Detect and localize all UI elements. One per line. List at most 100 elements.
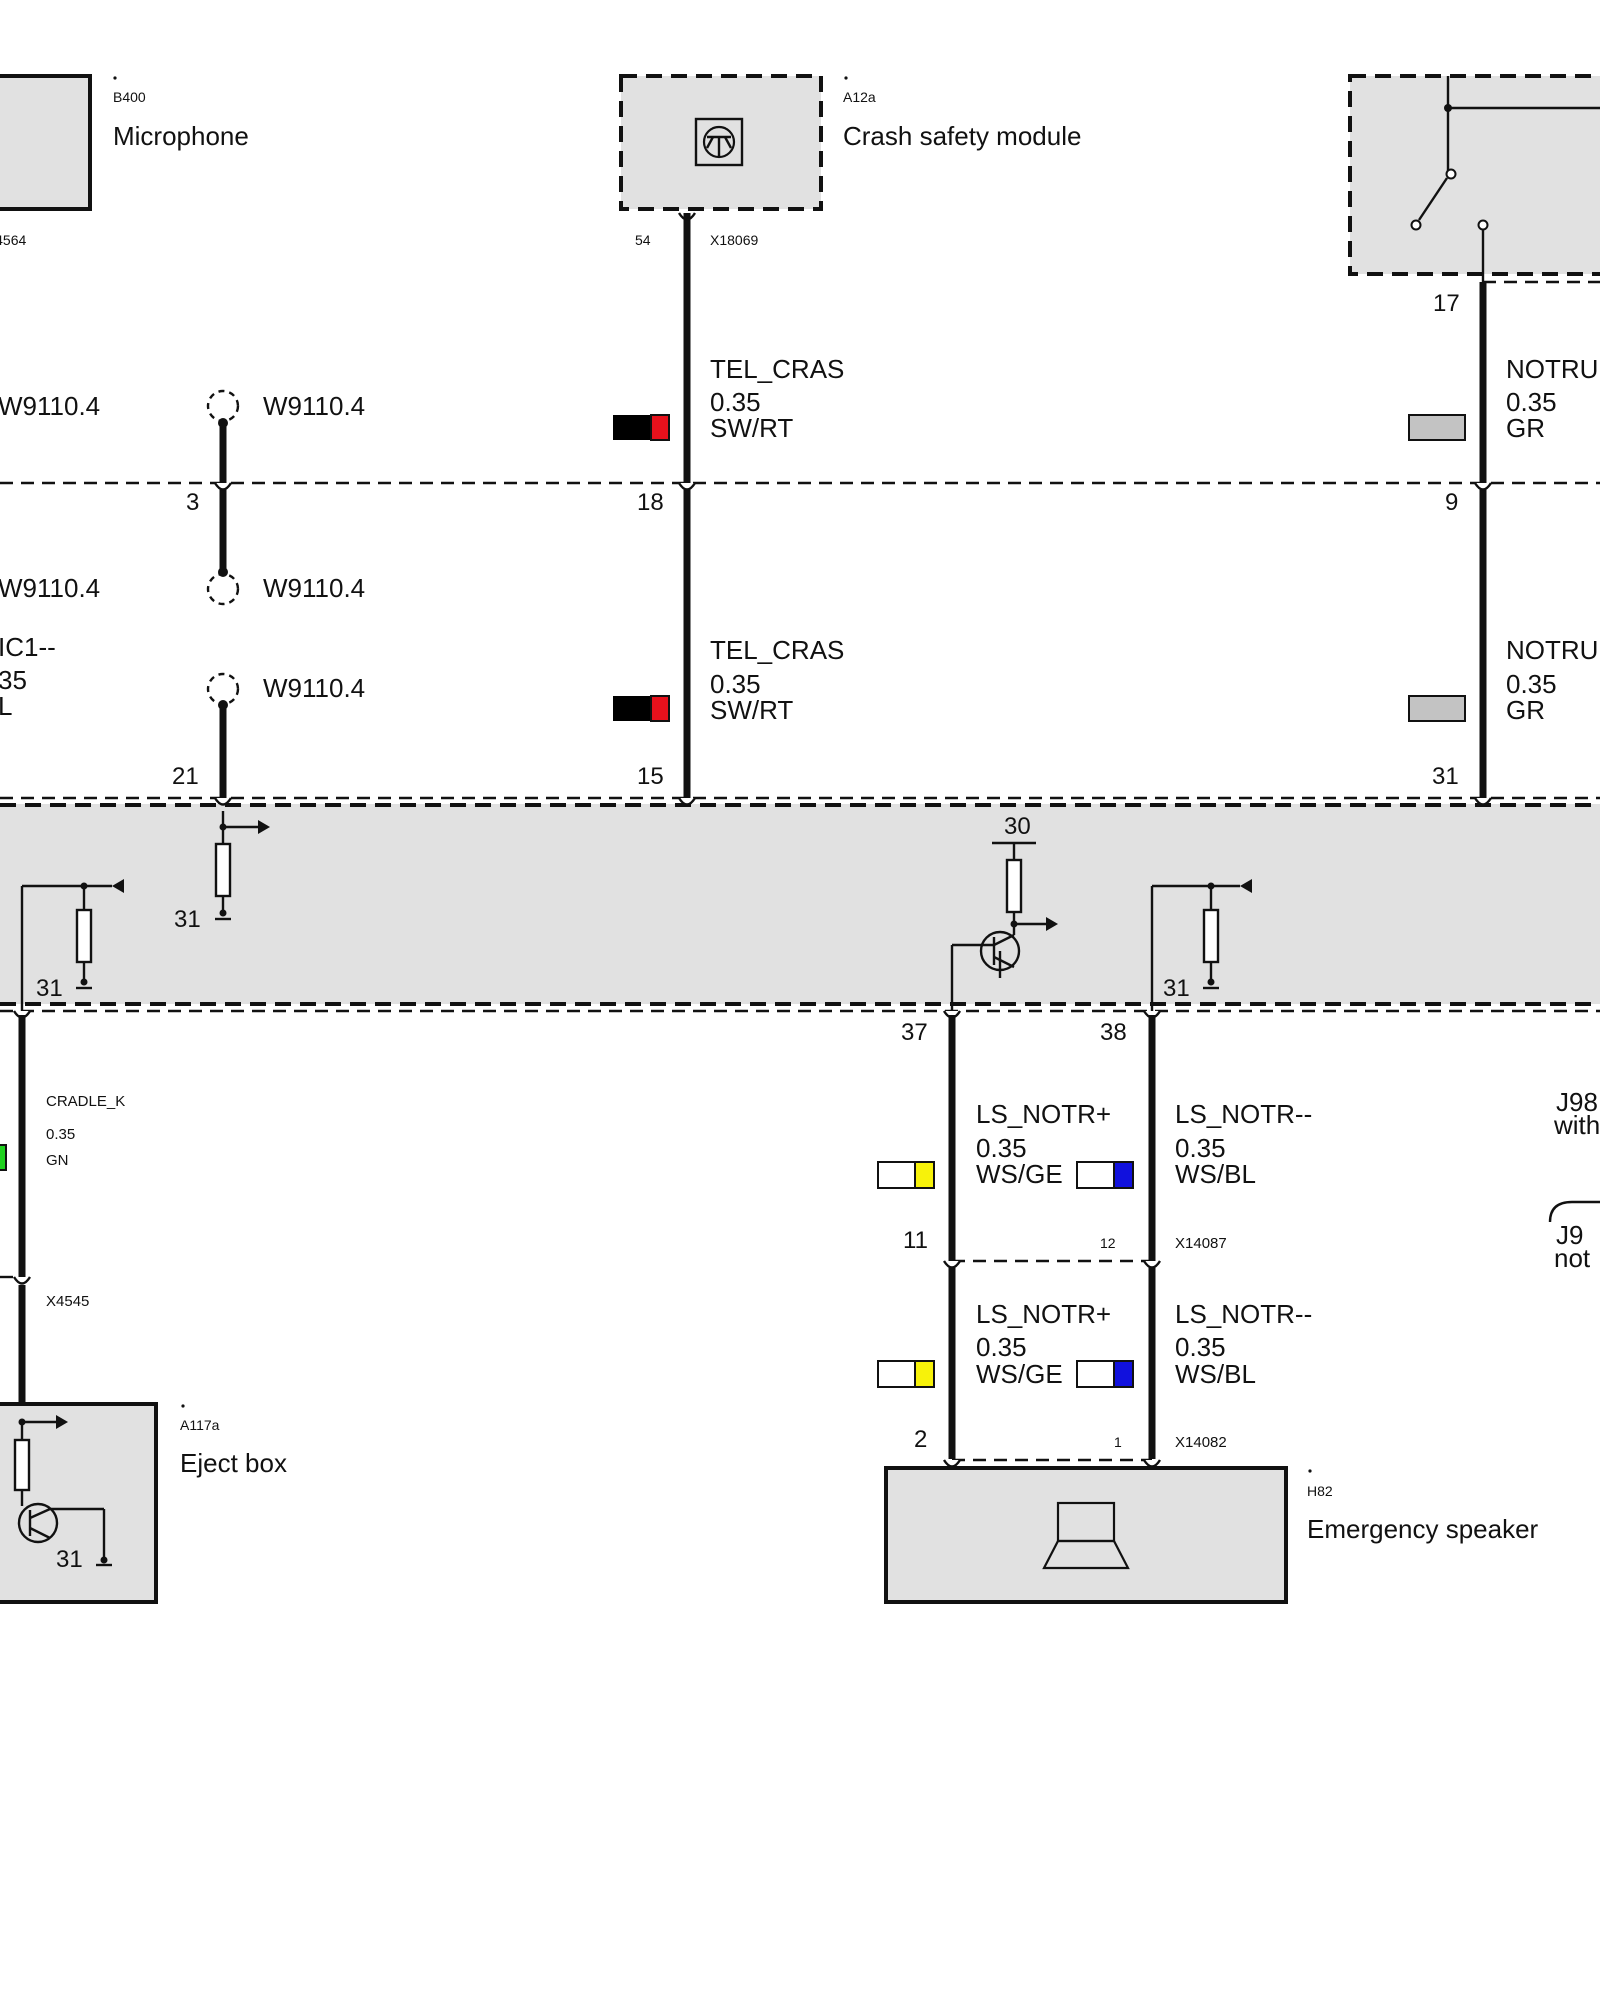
crash-module-marker	[844, 76, 848, 80]
note-text: J98	[1556, 1087, 1598, 1117]
arrow-icon	[1240, 879, 1252, 893]
ground-label: 31	[174, 906, 201, 933]
wire-signal: LS_NOTR--	[1175, 1099, 1312, 1129]
wire-gauge: 0.35	[976, 1332, 1027, 1362]
arrow-icon	[112, 879, 124, 893]
swatch-bl	[1113, 1161, 1134, 1189]
wire-signal: LS_NOTR+	[976, 1099, 1111, 1129]
microphone-box	[0, 74, 92, 211]
connector-name: X14087	[1175, 1235, 1227, 1252]
eject-box-name: Eject box	[180, 1448, 287, 1478]
pin-mid-mid: 15	[637, 763, 664, 790]
wire-color: GR	[1506, 695, 1545, 725]
swatch-rt	[650, 414, 670, 441]
wire-gauge: 0.35	[1175, 1133, 1226, 1163]
pin-label: 12	[1100, 1235, 1116, 1251]
crash-module-name: Crash safety module	[843, 121, 1081, 151]
wire-signal: IC1--	[0, 632, 56, 662]
tel-cras-upper-label: TEL_CRAS 0.35 SW/RT	[613, 354, 844, 443]
transistor-icon	[694, 117, 744, 167]
wire-gauge: 35	[0, 665, 27, 695]
wire-signal: NOTRU	[1506, 354, 1598, 384]
switch-box	[1348, 74, 1600, 276]
swatch-sw	[613, 415, 651, 440]
ground-label: 31	[1163, 975, 1190, 1002]
wire-color: WS/BL	[1175, 1159, 1256, 1189]
ls-minus-upper-label: LS_NOTR-- 0.35 WS/BL	[1076, 1099, 1312, 1189]
transistor-icon	[17, 1502, 59, 1544]
wire-signal: CRADLE_K	[46, 1093, 125, 1110]
wire-gauge: 0.35	[46, 1126, 75, 1143]
pin-mid-right: 31	[1432, 763, 1459, 790]
wire-color: L	[0, 691, 12, 721]
splice-ring-2	[206, 572, 240, 606]
pin-upper-mid: 18	[637, 489, 664, 516]
notru-upper-label: NOTRU 0.35 GR	[1408, 354, 1598, 443]
crash-module-connector: X18069	[710, 232, 758, 248]
speaker-name: Emergency speaker	[1307, 1514, 1539, 1544]
speaker-id: H82	[1307, 1483, 1333, 1499]
swatch-ws	[877, 1161, 916, 1189]
wire-color: GN	[46, 1152, 69, 1169]
swatch-sw	[613, 696, 651, 721]
relay-pin: 17	[1433, 290, 1460, 317]
pin-label: 2	[914, 1426, 927, 1453]
arrow-icon	[56, 1415, 68, 1429]
swatch-rt	[650, 695, 670, 722]
splice-label-1: W9110.4	[263, 391, 365, 421]
pin-label: 11	[903, 1227, 928, 1254]
pin-mid-left: 21	[172, 763, 199, 790]
swatch-ws	[877, 1360, 916, 1388]
wire-gauge: 0.35	[710, 387, 761, 417]
internal-circuit-speaker-driver: 30	[950, 813, 1058, 1011]
supply-label: 30	[1004, 813, 1031, 840]
crash-module-box	[619, 74, 823, 211]
crash-module-pin: 54	[635, 232, 651, 248]
ls-minus-lower-label: LS_NOTR-- 0.35 WS/BL	[1076, 1299, 1312, 1389]
wire-color: SW/RT	[710, 413, 793, 443]
ls-plus-upper-label: LS_NOTR+ 0.35 WS/GE	[877, 1099, 1111, 1189]
splice-ring-1	[206, 389, 240, 423]
control-unit-body	[0, 804, 1600, 1004]
wire-signal: NOTRU	[1506, 635, 1598, 665]
wire-signal: LS_NOTR--	[1175, 1299, 1312, 1329]
emergency-speaker-component: H82 Emergency speaker	[884, 1466, 1539, 1604]
wire-signal: TEL_CRAS	[710, 354, 844, 384]
arrow-icon	[258, 820, 270, 834]
pin-label: 1	[1114, 1434, 1122, 1450]
resistor-icon	[75, 908, 93, 964]
connector-name: X14082	[1175, 1434, 1227, 1451]
variant-notes: J98 with J9 not	[1548, 1087, 1600, 1273]
connector-x14087: 11 12 X14087	[903, 1227, 1227, 1269]
notru-lower-label: NOTRU 0.35 GR	[1408, 635, 1598, 725]
swatch-ws	[1076, 1161, 1115, 1189]
wire-gauge: 0.35	[710, 669, 761, 699]
pin-upper-right: 9	[1445, 489, 1458, 516]
microphone-connector: X14564	[0, 232, 26, 248]
wire-signal: LS_NOTR+	[976, 1299, 1111, 1329]
wire-color: GR	[1506, 413, 1545, 443]
internal-circuit-cradle: 31	[20, 879, 124, 1011]
cradle-connector: X4545	[46, 1293, 89, 1310]
eject-box-id: A117a	[180, 1417, 220, 1433]
swatch-gn	[0, 1144, 7, 1171]
wire-gauge: 0.35	[1175, 1332, 1226, 1362]
crash-module-id: A12a	[843, 89, 876, 105]
note-text: with	[1553, 1110, 1600, 1140]
note-text: J9	[1556, 1220, 1583, 1250]
splice-ring-3	[206, 672, 240, 706]
wire-color: WS/GE	[976, 1159, 1063, 1189]
resistor-icon	[214, 842, 232, 898]
switch-component: 17	[1348, 74, 1600, 317]
internal-circuit-speaker-return: 31	[1150, 879, 1252, 1011]
resistor-icon	[13, 1438, 31, 1492]
pin-upper-left: 3	[186, 489, 199, 516]
splice-label-3: W9110.4	[263, 673, 365, 703]
microphone-component: B400 Microphone X14564	[0, 74, 249, 248]
splice-label-left-1: W9110.4	[0, 391, 100, 421]
pin-lower-right: 38	[1100, 1019, 1127, 1046]
eject-box-component: 31 A117a Eject box	[0, 1402, 287, 1604]
tel-cras-lower-label: TEL_CRAS 0.35 SW/RT	[613, 635, 844, 725]
wire-gauge: 0.35	[1506, 669, 1557, 699]
